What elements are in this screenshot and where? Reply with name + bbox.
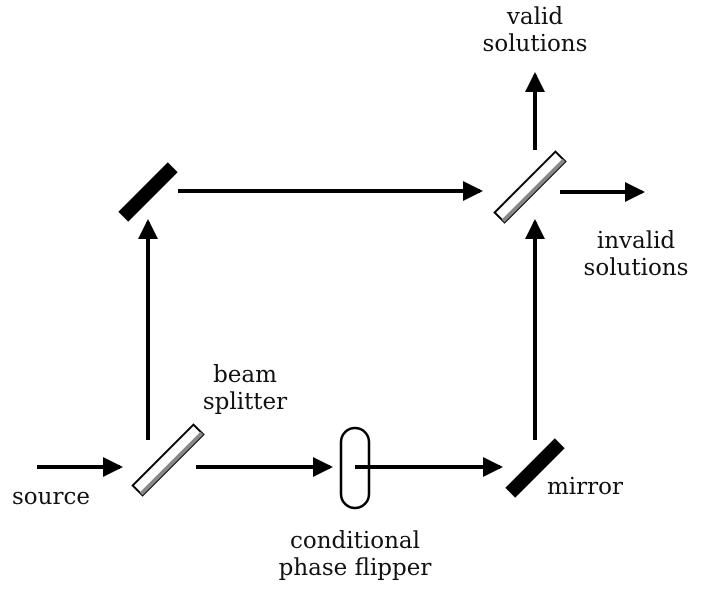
invalid-label-line1: invalid — [596, 228, 676, 254]
beam-label-line1: beam — [213, 362, 277, 388]
beam-label-line2: splitter — [202, 389, 288, 415]
valid-solutions-label: valid solutions — [462, 4, 608, 58]
beam-splitter-label: beam splitter — [190, 362, 300, 416]
bottom-right-mirror — [505, 438, 565, 498]
phase-label-line1: conditional — [290, 528, 420, 554]
mirror-label: mirror — [547, 474, 623, 500]
phase-flipper-label: conditional phase flipper — [268, 528, 442, 582]
invalid-label-line2: solutions — [583, 255, 689, 281]
upper-beam-splitter — [493, 150, 567, 224]
source-label: source — [12, 484, 90, 510]
top-left-mirror — [118, 162, 178, 222]
lower-beam-splitter — [131, 423, 205, 497]
valid-label-line2: solutions — [482, 31, 588, 57]
valid-label-line1: valid — [506, 4, 564, 30]
invalid-solutions-label: invalid solutions — [574, 228, 698, 282]
phase-label-line2: phase flipper — [278, 555, 432, 581]
